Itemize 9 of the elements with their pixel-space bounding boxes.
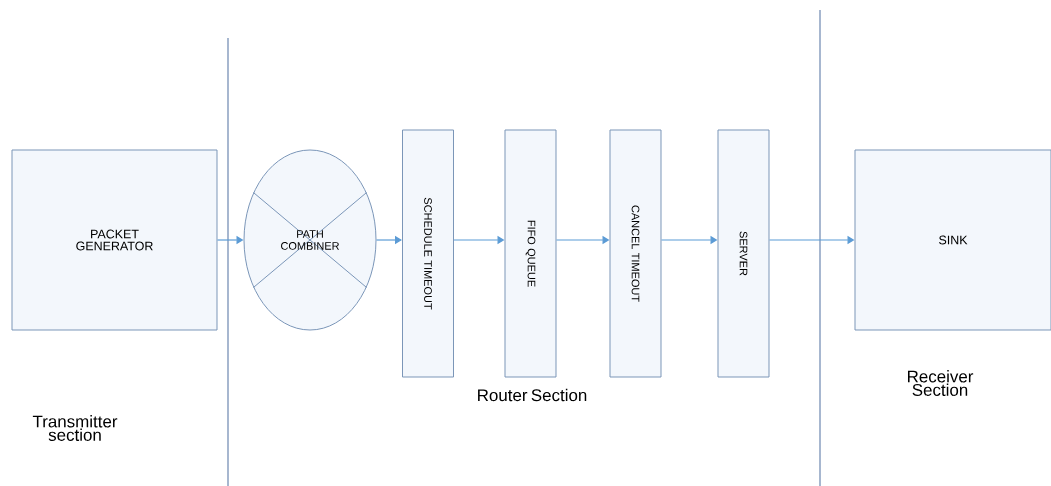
- process-box: SCHEDULE TIMEOUT: [402, 129, 454, 378]
- section-label: Receiver Section: [908, 370, 974, 396]
- process-box: SERVER: [717, 129, 770, 378]
- process-box: FIFO QUEUE: [504, 129, 557, 378]
- process-box: PACKET GENERATOR: [11, 149, 218, 331]
- section-label: Router Section: [478, 388, 587, 402]
- process-box: SINK: [854, 149, 1051, 331]
- process-box: CANCEL TIMEOUT: [609, 129, 662, 378]
- section-label: Transmitter section: [32, 415, 118, 441]
